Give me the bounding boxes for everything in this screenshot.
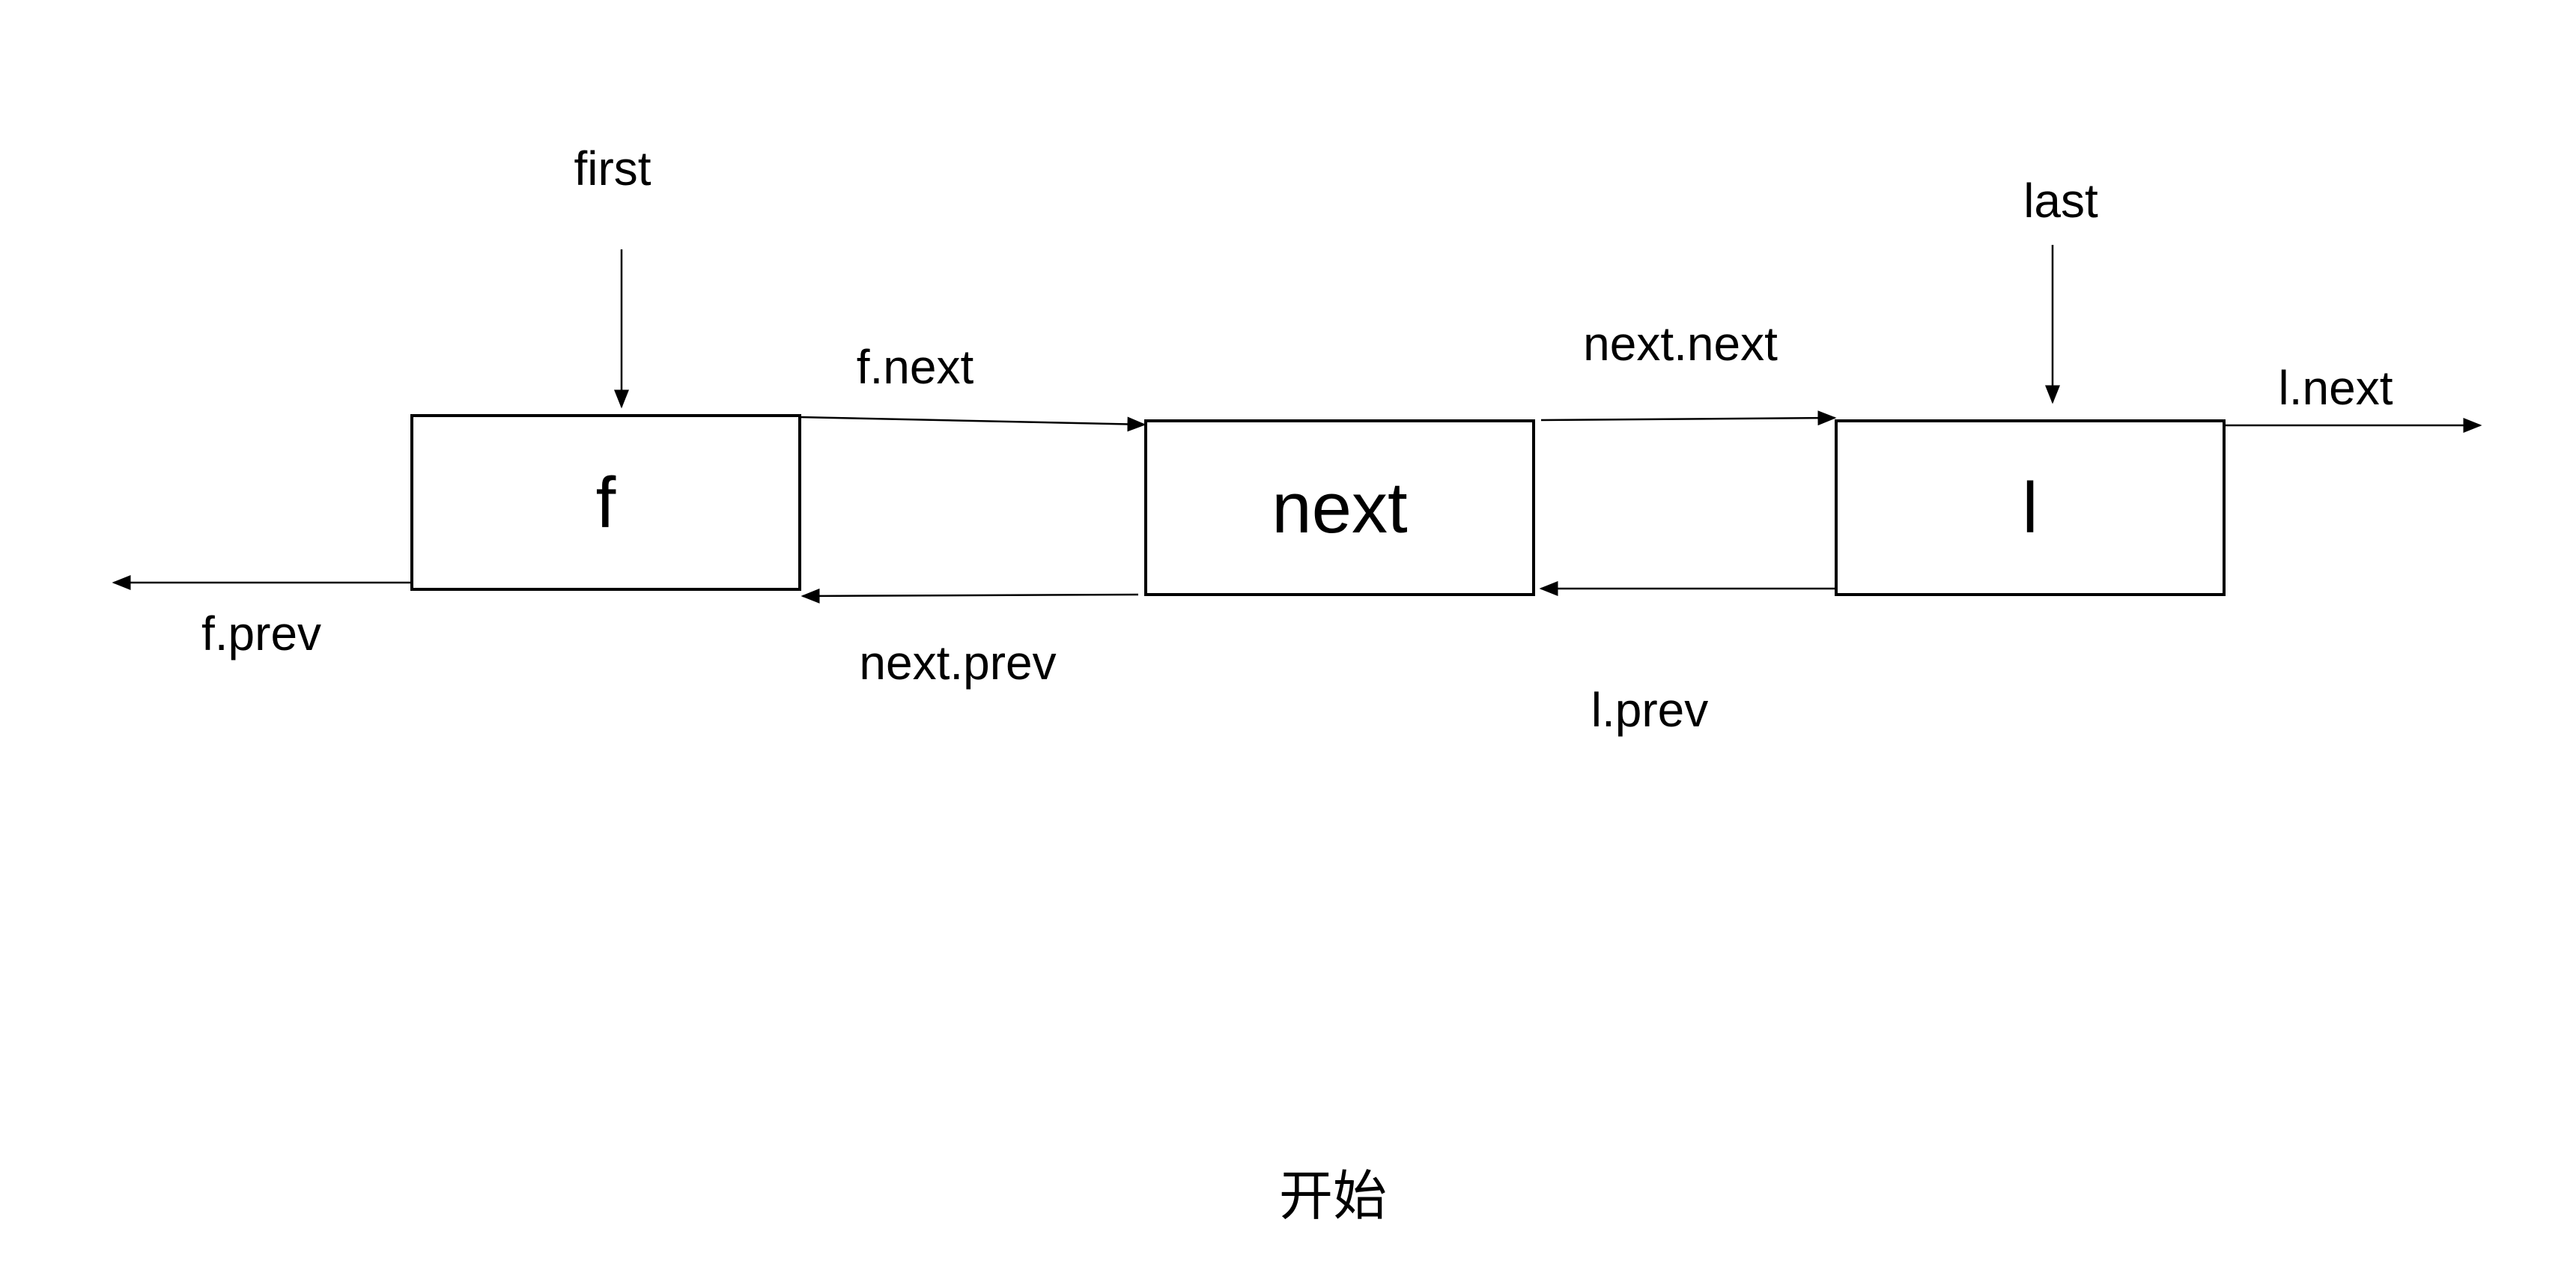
f-next-arrow — [799, 416, 1146, 432]
node-last: l — [1835, 419, 2226, 596]
node-middle-box — [1144, 419, 1535, 596]
node-last-label: l — [2022, 468, 2038, 548]
next-next-arrow — [1540, 410, 1837, 426]
diagram-caption: 开始 — [1279, 1164, 1387, 1227]
next-prev-arrow — [801, 588, 1139, 604]
next-next-label: next.next — [1583, 317, 1778, 371]
l-next-label: l.next — [2279, 361, 2393, 415]
node-first-label: f — [596, 463, 616, 543]
node-first: f — [410, 414, 801, 591]
last-pointer-label: last — [2023, 174, 2098, 228]
f-prev-label: f.prev — [201, 607, 321, 660]
node-middle: next — [1144, 419, 1535, 596]
node-first-box — [410, 414, 801, 591]
node-middle-label: next — [1272, 468, 1407, 548]
f-next-label: f.next — [857, 340, 974, 394]
first-pointer-label: first — [574, 142, 651, 195]
l-prev-label: l.prev — [1591, 683, 1709, 737]
node-last-box — [1835, 419, 2226, 596]
next-prev-label: next.prev — [859, 636, 1056, 690]
